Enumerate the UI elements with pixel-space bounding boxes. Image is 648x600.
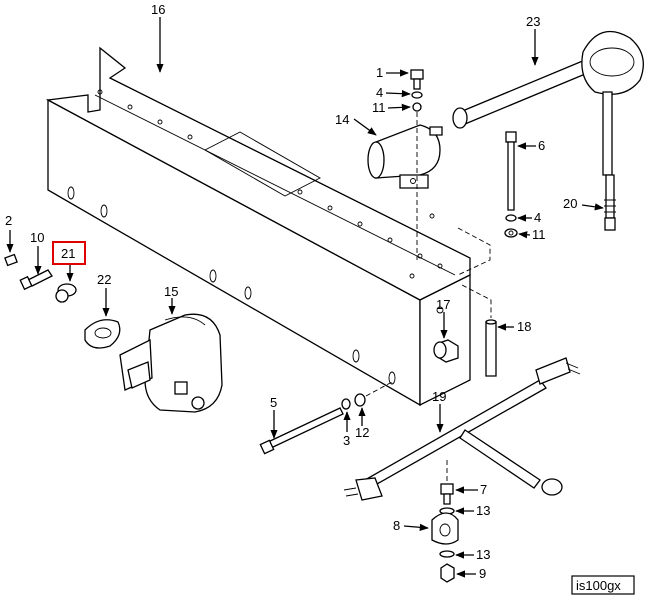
callout-23: 23 xyxy=(526,14,540,29)
horn-assembly-15 xyxy=(119,313,223,413)
spacer-tube-18 xyxy=(461,284,497,377)
leader-lines xyxy=(6,17,604,578)
callout-9: 9 xyxy=(479,566,486,581)
callout-11-upper: 11 xyxy=(372,100,386,115)
callout-10: 10 xyxy=(30,230,44,245)
callout-11-lower: 11 xyxy=(532,227,546,242)
callout-13-upper: 13 xyxy=(476,503,490,518)
long-bolt-5 xyxy=(259,381,393,455)
callout-18: 18 xyxy=(517,319,531,334)
callout-14: 14 xyxy=(335,112,349,127)
callout-21: 21 xyxy=(61,246,75,261)
callout-3: 3 xyxy=(343,433,350,448)
callout-7: 7 xyxy=(480,482,487,497)
long-bolt-6 xyxy=(457,131,518,276)
clamp-hardware xyxy=(431,460,459,583)
callout-6: 6 xyxy=(538,138,545,153)
upper-hardware xyxy=(410,69,424,260)
callout-17: 17 xyxy=(436,297,450,312)
grommet-17 xyxy=(433,339,459,363)
callout-4-lower: 4 xyxy=(534,210,541,225)
callout-8: 8 xyxy=(393,518,400,533)
reference-code: is100gx xyxy=(576,578,621,593)
callout-4-upper: 4 xyxy=(376,85,383,100)
callout-15: 15 xyxy=(164,284,178,299)
callout-19: 19 xyxy=(432,389,446,404)
callout-labels: 16 23 1 4 11 14 6 20 4 11 2 10 21 22 15 … xyxy=(5,2,577,581)
wire-harness-19 xyxy=(343,357,581,501)
callout-5: 5 xyxy=(270,395,277,410)
panel-holes xyxy=(67,89,444,385)
callout-13-lower: 13 xyxy=(476,547,490,562)
callout-21-highlight xyxy=(52,241,86,265)
callout-2: 2 xyxy=(5,213,12,228)
fuel-filter-assembly xyxy=(367,124,443,189)
shift-lever-assembly xyxy=(452,30,644,231)
reference-code-box xyxy=(571,575,635,595)
mounting-panel xyxy=(45,46,471,407)
callout-20: 20 xyxy=(563,196,577,211)
callout-16: 16 xyxy=(151,2,165,17)
callout-22: 22 xyxy=(97,272,111,287)
left-hardware xyxy=(4,253,121,349)
callout-1: 1 xyxy=(376,65,383,80)
callout-12: 12 xyxy=(355,425,369,440)
